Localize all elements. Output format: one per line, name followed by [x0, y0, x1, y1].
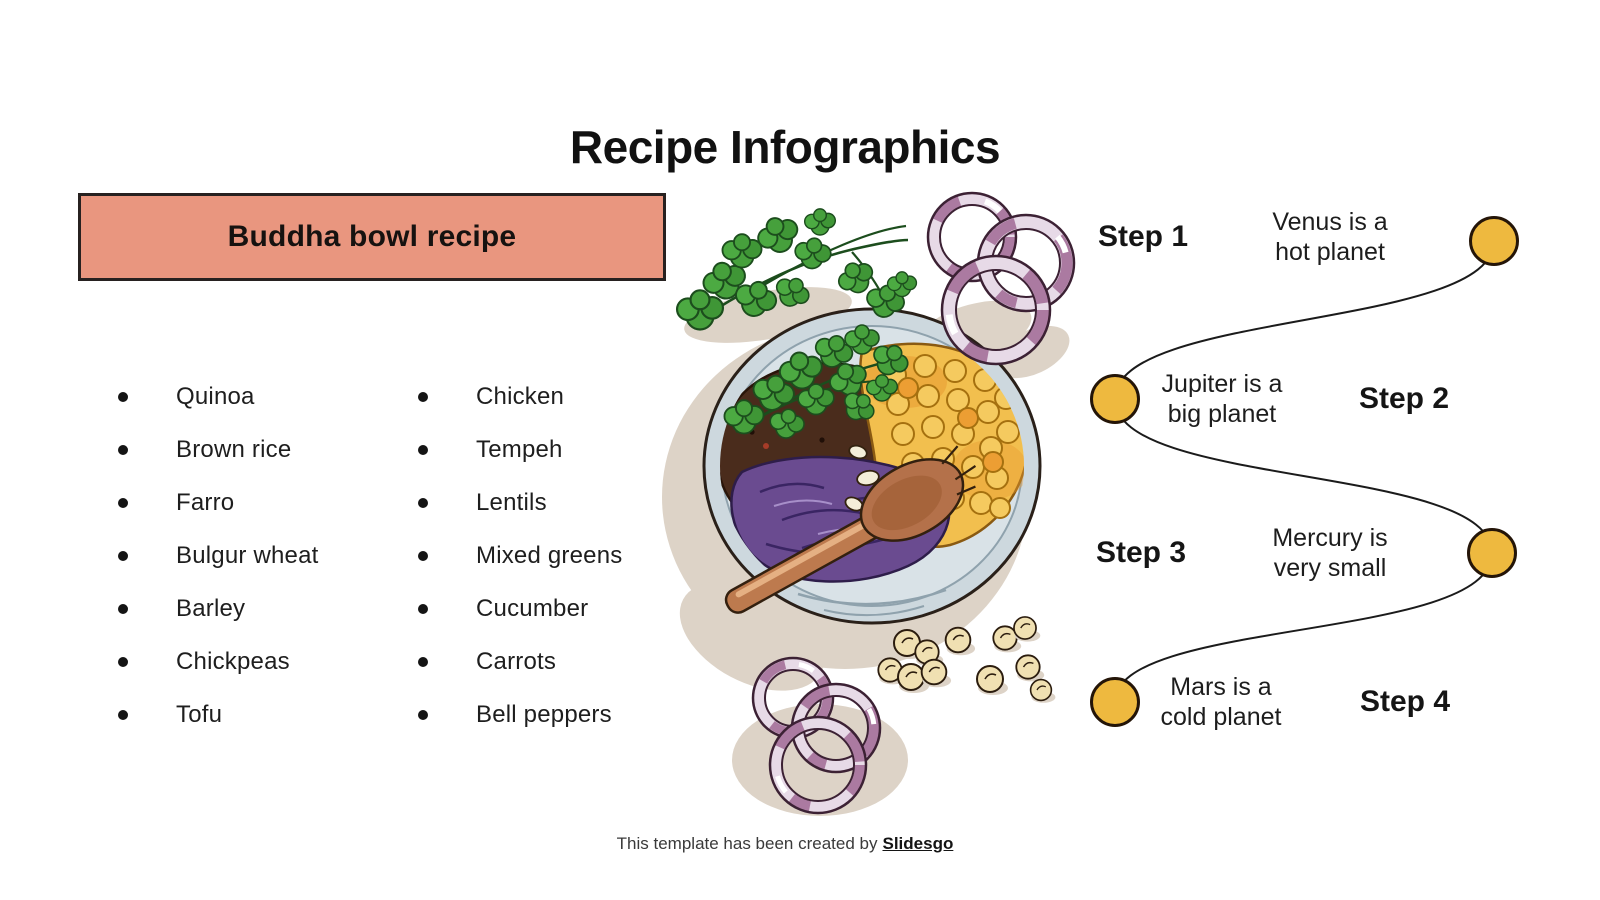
plate-rim-lines	[797, 588, 947, 617]
recipe-title-box: Buddha bowl recipe	[78, 193, 666, 281]
bullet-icon	[418, 709, 428, 720]
parsley-garnish-illustration	[723, 324, 915, 443]
spoon-illustration	[724, 445, 977, 614]
list-item: Farro	[0, 476, 340, 529]
bullet-icon	[118, 444, 128, 455]
ingredient-label: Bell peppers	[476, 700, 612, 728]
step-4-line-2: cold planet	[1160, 703, 1282, 731]
step-2-description: Jupiter is a big planet	[1127, 369, 1317, 429]
ingredient-label: Cucumber	[476, 594, 589, 622]
ingredient-list-right: Chicken Tempeh Lentils Mixed greens Cucu…	[300, 370, 640, 741]
list-item: Lentils	[300, 476, 640, 529]
step-2-label: Step 2	[1358, 382, 1450, 415]
slidesgo-link[interactable]: Slidesgo	[882, 834, 954, 853]
shadow-layer	[662, 287, 1070, 816]
ingredient-label: Quinoa	[176, 382, 255, 410]
list-item: Cucumber	[300, 582, 640, 635]
step-3-line-2: very small	[1273, 554, 1387, 582]
list-item: Chickpeas	[0, 635, 340, 688]
step-3-line-1: Mercury is	[1272, 524, 1388, 552]
onion-rings-top-illustration	[926, 191, 1076, 366]
step-1-line-2: hot planet	[1275, 238, 1385, 266]
step-1-marker	[1469, 216, 1519, 266]
bullet-icon	[118, 603, 128, 614]
plate-illustration	[702, 307, 1042, 625]
bullet-icon	[418, 497, 428, 508]
list-item: Bulgur wheat	[0, 529, 340, 582]
ingredient-label: Mixed greens	[476, 541, 623, 569]
onion-rings-bottom-illustration	[751, 656, 882, 815]
list-item: Brown rice	[0, 423, 340, 476]
step-2-marker	[1090, 374, 1140, 424]
list-item: Quinoa	[0, 370, 340, 423]
page-title: Recipe Infographics	[569, 120, 1001, 173]
parsley-sprig-illustration	[675, 208, 918, 331]
ingredient-label: Carrots	[476, 647, 557, 675]
bullet-icon	[118, 656, 128, 667]
list-item: Barley	[0, 582, 340, 635]
step-4-line-1: Mars is a	[1170, 673, 1272, 701]
step-2-line-1: Jupiter is a	[1161, 370, 1283, 398]
list-item: Tempeh	[300, 423, 640, 476]
ingredient-label: Brown rice	[176, 435, 292, 463]
ingredient-label: Chickpeas	[176, 647, 290, 675]
step-1-description: Venus is a hot planet	[1235, 207, 1425, 267]
step-3-marker	[1467, 528, 1517, 578]
ingredient-label: Farro	[176, 488, 235, 516]
step-1-label: Step 1	[1097, 220, 1189, 253]
list-item: Tofu	[0, 688, 340, 741]
bullet-icon	[118, 709, 128, 720]
ingredient-label: Chicken	[476, 382, 565, 410]
bullet-icon	[418, 550, 428, 561]
list-item: Carrots	[300, 635, 640, 688]
ingredient-label: Barley	[176, 594, 246, 622]
ingredient-list-left: Quinoa Brown rice Farro Bulgur wheat Bar…	[0, 370, 340, 741]
list-item: Mixed greens	[300, 529, 640, 582]
step-1-line-1: Venus is a	[1272, 208, 1388, 236]
bullet-icon	[418, 603, 428, 614]
step-4-marker	[1090, 677, 1140, 727]
bullet-icon	[418, 391, 428, 402]
bullet-icon	[118, 550, 128, 561]
ingredient-label: Lentils	[476, 488, 547, 516]
ingredient-label: Tempeh	[476, 435, 563, 463]
chickpeas-scatter-illustration	[877, 616, 1057, 704]
step-3-label: Step 3	[1095, 536, 1187, 569]
step-4-label: Step 4	[1359, 685, 1451, 718]
step-4-description: Mars is a cold planet	[1126, 672, 1316, 732]
step-3-description: Mercury is very small	[1235, 523, 1425, 583]
bullet-icon	[118, 391, 128, 402]
recipe-title-label: Buddha bowl recipe	[227, 220, 517, 253]
ingredient-label: Tofu	[176, 700, 223, 728]
bullet-icon	[418, 444, 428, 455]
ingredient-label: Bulgur wheat	[176, 541, 319, 569]
bowl-food-illustration	[720, 342, 1024, 583]
bullet-icon	[118, 497, 128, 508]
bullet-icon	[418, 656, 428, 667]
list-item: Bell peppers	[300, 688, 640, 741]
footer-text: This template has been created by	[616, 834, 878, 853]
list-item: Chicken	[300, 370, 640, 423]
step-2-line-2: big planet	[1167, 400, 1277, 428]
